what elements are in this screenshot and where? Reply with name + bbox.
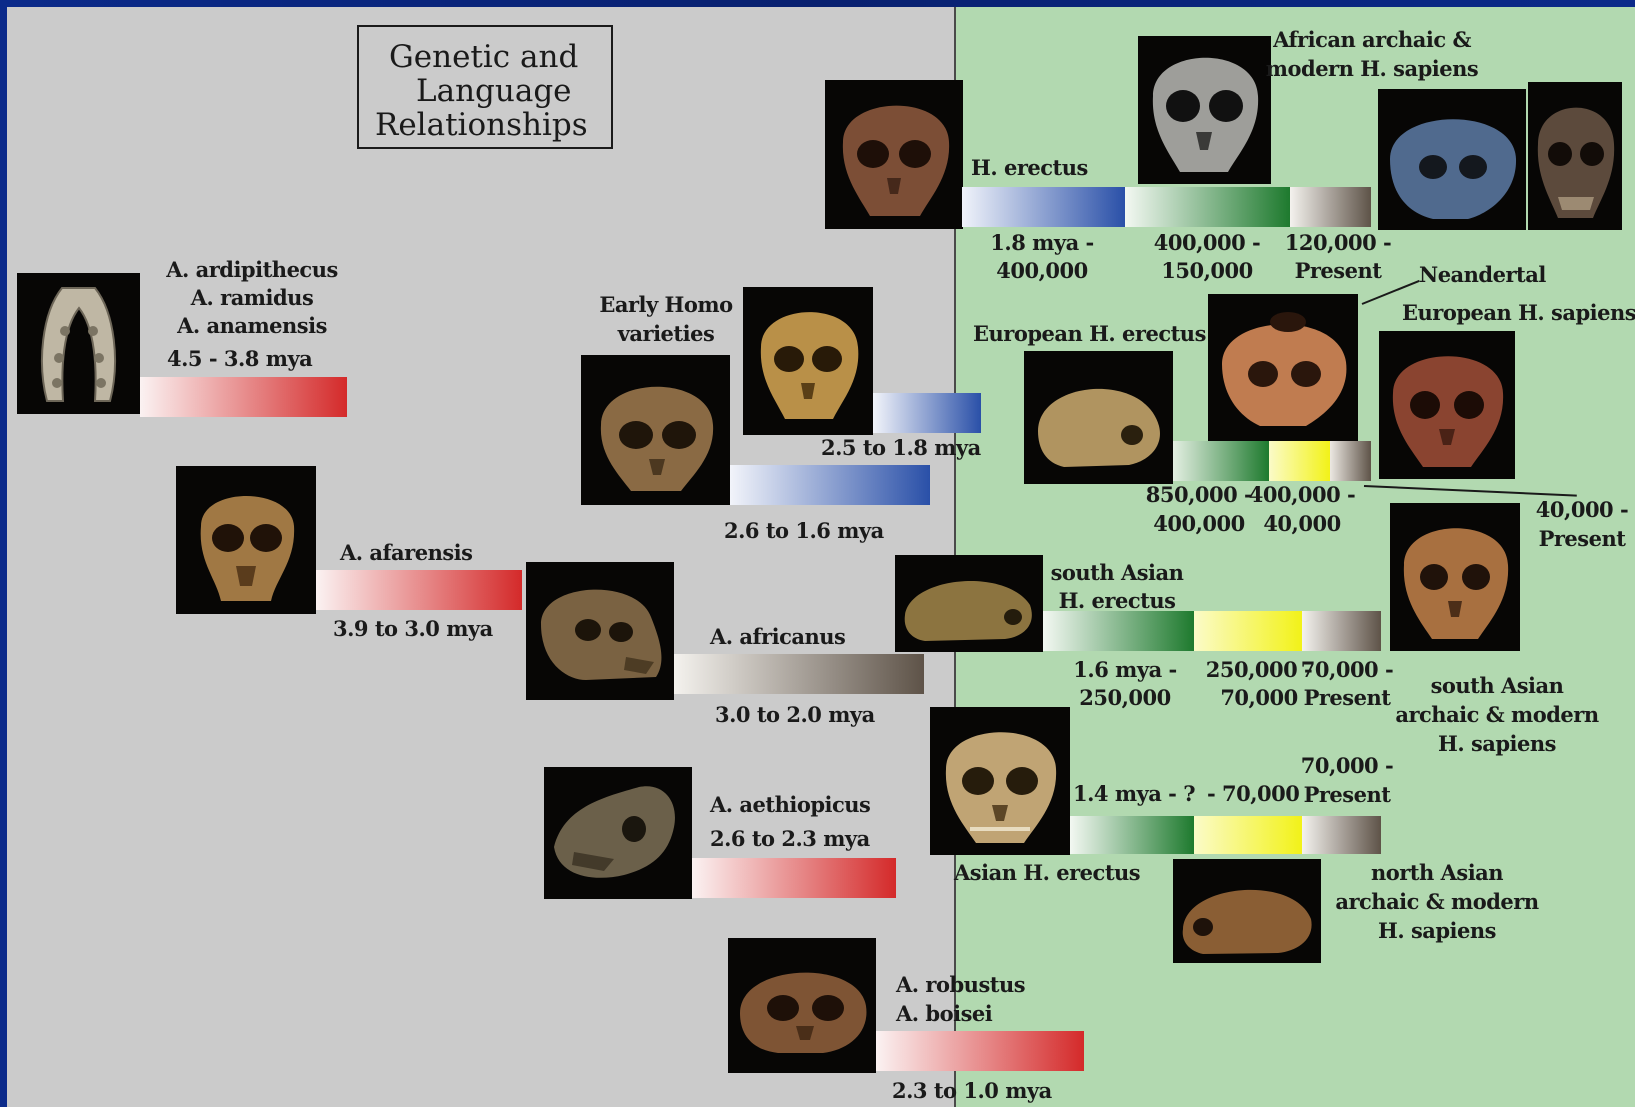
south-asian-modern-timeline-bar <box>1302 611 1381 651</box>
aethiopicus-range: 2.6 to 2.3 mya <box>710 825 870 853</box>
south-asian-erectus-timeline-bar <box>1043 611 1194 651</box>
african-modern-timeline-bar <box>1290 187 1371 227</box>
north-asian-archaic-timeline-bar <box>1194 816 1302 854</box>
european-erectus-skull-icon <box>1024 351 1173 484</box>
afarensis-label: A. afarensis <box>340 539 472 567</box>
h-erectus-range-1a: 1.8 mya - <box>967 229 1117 257</box>
jaw-fossil-icon <box>17 273 140 414</box>
early-homo-range-upper: 2.5 to 1.8 mya <box>821 434 981 462</box>
afarensis-skull-icon <box>176 466 316 614</box>
north-asia-range-a: 1.4 mya - ? <box>1073 780 1195 808</box>
african-archaic-timeline-bar <box>1125 187 1290 227</box>
north-asian-sapiens-label-3: H. sapiens <box>1307 917 1567 945</box>
h-erectus-skull-icon <box>825 80 963 229</box>
ardipithecus-timeline-bar <box>140 377 347 417</box>
h-erectus-range-2b: 150,000 <box>1132 257 1282 285</box>
h-erectus-timeline-bar <box>962 187 1125 227</box>
diagram-canvas: Genetic and Language Relationships A. ar… <box>7 7 1635 1107</box>
europe-range-2a: 400,000 - <box>1247 481 1357 509</box>
robustus-range: 2.3 to 1.0 mya <box>892 1077 1052 1105</box>
asian-erectus-skull-icon <box>930 707 1070 855</box>
asian-erectus-label: Asian H. erectus <box>954 859 1140 887</box>
european-erectus-timeline-bar <box>1173 441 1269 481</box>
aethiopicus-label: A. aethiopicus <box>710 791 870 819</box>
north-asian-sapiens-skull-icon <box>1173 859 1321 963</box>
south-asian-erectus-skull-icon <box>895 555 1043 652</box>
early-homo-range-lower: 2.6 to 1.6 mya <box>724 517 884 545</box>
h-erectus-range-1b: 400,000 <box>967 257 1117 285</box>
north-asia-range-b: - 70,000 <box>1207 780 1299 808</box>
european-sapiens-skull-icon <box>1379 331 1515 479</box>
african-sapiens-label-2: modern H. sapiens <box>1247 55 1497 83</box>
north-asia-range-c2: Present <box>1297 781 1397 809</box>
robustus-label-1: A. robustus <box>896 971 1025 999</box>
south-asia-range-1a: 1.6 mya - <box>1065 656 1185 684</box>
south-asia-range-1b: 250,000 <box>1065 684 1185 712</box>
europe-range-3b: Present <box>1527 525 1635 553</box>
europe-range-1a: 850,000 - <box>1144 481 1254 509</box>
h-erectus-label: H. erectus <box>971 154 1088 182</box>
early-homo-skull-icon-upper <box>743 287 873 435</box>
early-homo-label-2: varieties <box>586 320 746 348</box>
european-sapiens-timeline-bar <box>1330 441 1371 481</box>
h-erectus-range-2a: 400,000 - <box>1132 229 1282 257</box>
neandertal-timeline-bar <box>1269 441 1330 481</box>
neandertal-label: Neandertal <box>1419 261 1546 289</box>
ardipithecus-label-2: A. ramidus <box>147 284 357 312</box>
ardipithecus-label-3: A. anamensis <box>147 312 357 340</box>
north-asia-range-c1: 70,000 - <box>1297 752 1397 780</box>
african-modern-skull-icon-2 <box>1528 82 1622 230</box>
ardipithecus-range: 4.5 - 3.8 mya <box>167 345 312 373</box>
h-erectus-range-3a: 120,000 - <box>1273 229 1403 257</box>
aethiopicus-timeline-bar <box>692 858 896 898</box>
title-box: Genetic and Language Relationships <box>357 25 613 149</box>
south-asian-erectus-label-1: south Asian <box>1037 559 1197 587</box>
early-homo-timeline-bar-upper <box>873 393 981 433</box>
africanus-range: 3.0 to 2.0 mya <box>715 701 875 729</box>
african-modern-skull-icon-1 <box>1378 89 1526 230</box>
south-asian-sapiens-label-1: south Asian <box>1367 672 1627 700</box>
european-erectus-label: European H. erectus <box>973 320 1206 348</box>
african-sapiens-label-1: African archaic & <box>1247 26 1497 54</box>
title-line-2: Language <box>416 73 572 109</box>
africanus-label: A. africanus <box>710 623 845 651</box>
south-asian-archaic-timeline-bar <box>1194 611 1302 651</box>
asian-erectus-timeline-bar <box>1070 816 1194 854</box>
north-asian-sapiens-label-1: north Asian <box>1307 859 1567 887</box>
africanus-timeline-bar <box>674 654 924 694</box>
europe-range-2b: 40,000 <box>1247 510 1357 538</box>
africanus-skull-icon <box>526 562 674 700</box>
europe-range-3a: 40,000 - <box>1527 496 1635 524</box>
neandertal-skull-icon <box>1208 294 1358 442</box>
ardipithecus-label-1: A. ardipithecus <box>147 256 357 284</box>
south-asian-sapiens-label-2: archaic & modern <box>1367 701 1627 729</box>
robustus-timeline-bar <box>876 1031 1084 1071</box>
robustus-label-2: A. boisei <box>896 1000 992 1028</box>
south-asian-sapiens-skull-icon-2 <box>1390 503 1520 651</box>
early-homo-label-1: Early Homo <box>586 291 746 319</box>
title-line-3: Relationships <box>375 107 588 143</box>
north-asian-sapiens-label-2: archaic & modern <box>1307 888 1567 916</box>
european-sapiens-label: European H. sapiens <box>1402 299 1635 327</box>
title-line-1: Genetic and <box>389 39 578 75</box>
afarensis-range: 3.9 to 3.0 mya <box>333 615 493 643</box>
h-erectus-range-3b: Present <box>1273 257 1403 285</box>
south-asian-sapiens-label-3: H. sapiens <box>1367 730 1627 758</box>
early-homo-timeline-bar-lower <box>730 465 930 505</box>
afarensis-timeline-bar <box>316 570 522 610</box>
robustus-skull-icon <box>728 938 876 1073</box>
early-homo-skull-icon-lower <box>581 355 730 505</box>
north-asian-modern-timeline-bar <box>1302 816 1381 854</box>
europe-range-1b: 400,000 <box>1144 510 1254 538</box>
aethiopicus-skull-icon <box>544 767 692 899</box>
